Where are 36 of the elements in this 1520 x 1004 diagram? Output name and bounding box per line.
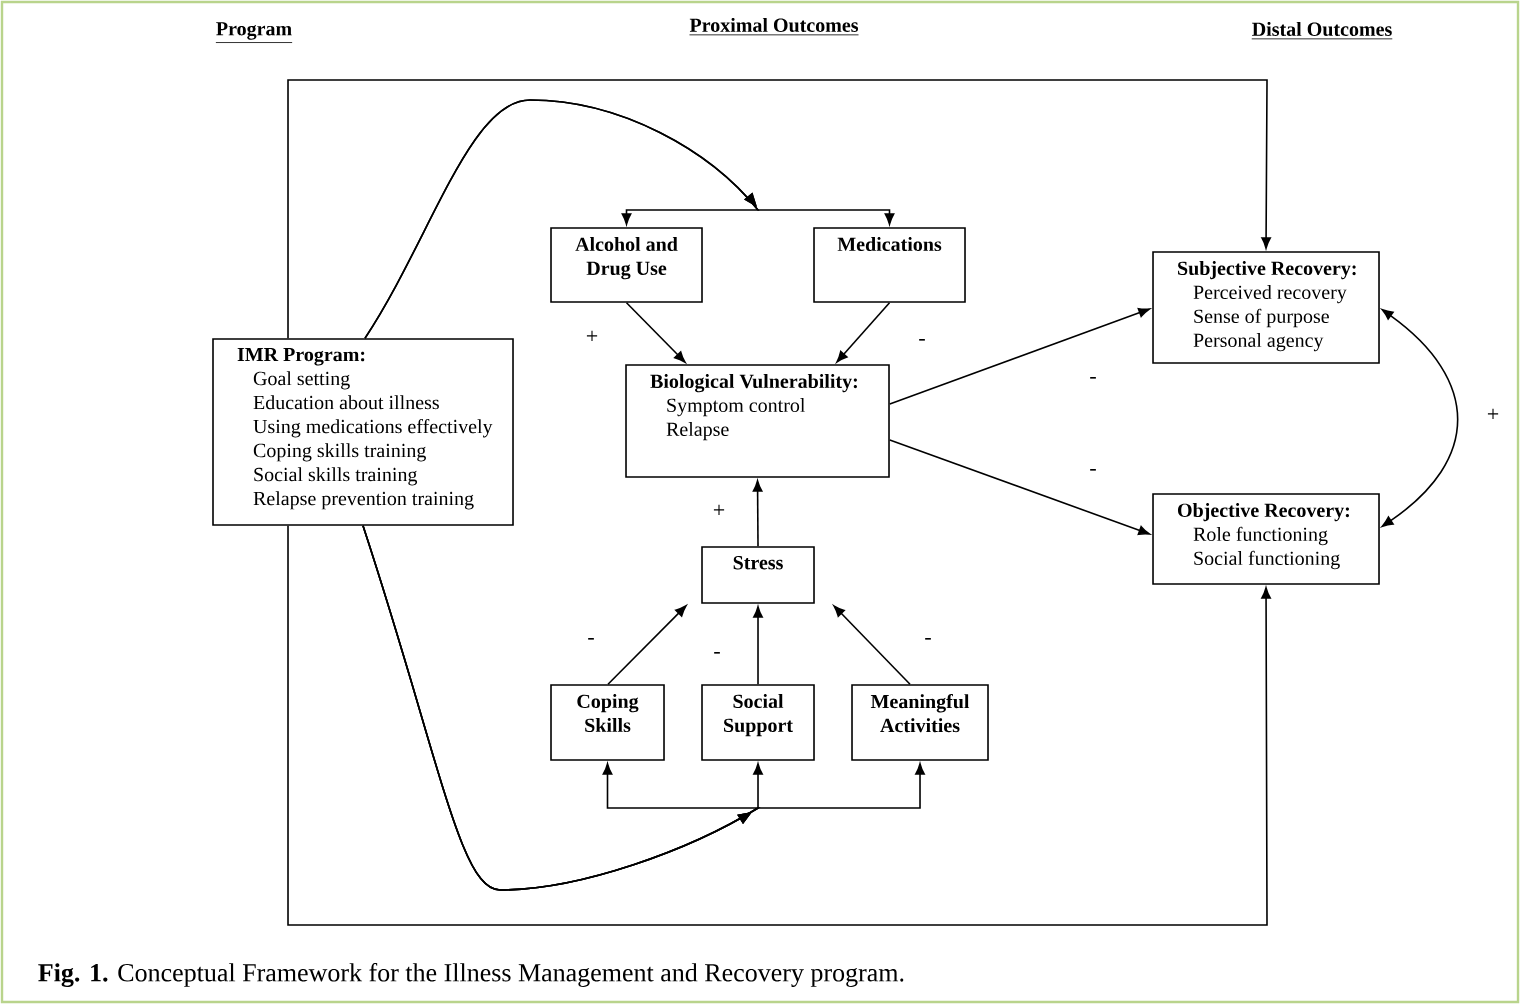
process-box: Coping Skills (550, 684, 665, 761)
edge-label: - (585, 636, 597, 646)
arrow (362, 525, 925, 891)
arrow (753, 606, 763, 685)
process-box: IMR Program: Goal setting Education about illness Using medications effectively Coping skills training Social skills training Relapse prevention training (212, 338, 514, 526)
arrow (364, 99, 895, 339)
edge-label: + (1484, 406, 1502, 424)
arrow (833, 605, 911, 685)
arrow (607, 605, 687, 685)
edge-label: - (1087, 467, 1099, 477)
arrow (889, 439, 1151, 536)
process-box: Meaningful Activities (851, 684, 989, 761)
process-box: Stress (701, 546, 815, 604)
edge-label: - (916, 337, 928, 347)
arrow (889, 307, 1151, 405)
process-box: Social Support (701, 684, 815, 761)
edge-label: - (922, 636, 934, 646)
arrow (287, 525, 1271, 926)
arrow (752, 480, 763, 547)
caption: Fig. 1. Conceptual Framework for the Illness Management and Recovery program. (38, 962, 904, 987)
arrow (836, 302, 891, 363)
process-box: Biological Vulnerability: Symptom control Relapse (625, 364, 890, 478)
column-heading: Distal Outcomes (1251, 21, 1393, 40)
edge-label: - (1087, 375, 1099, 385)
column-heading: Proximal Outcomes (689, 17, 859, 36)
edge-label: + (583, 328, 601, 346)
process-box: Alcohol and Drug Use (550, 227, 703, 303)
arrow (287, 79, 1271, 339)
edge-label: + (710, 502, 728, 520)
process-box: Subjective Recovery: Perceived recovery Sense of purpose Personal agency (1152, 251, 1380, 364)
arrow (1381, 309, 1459, 527)
arrow (625, 302, 686, 363)
process-box: Objective Recovery: Role functioning Social functioning (1152, 493, 1380, 585)
process-box: Medications (813, 227, 966, 303)
column-heading: Program (215, 22, 293, 43)
edge-label: - (711, 650, 723, 660)
